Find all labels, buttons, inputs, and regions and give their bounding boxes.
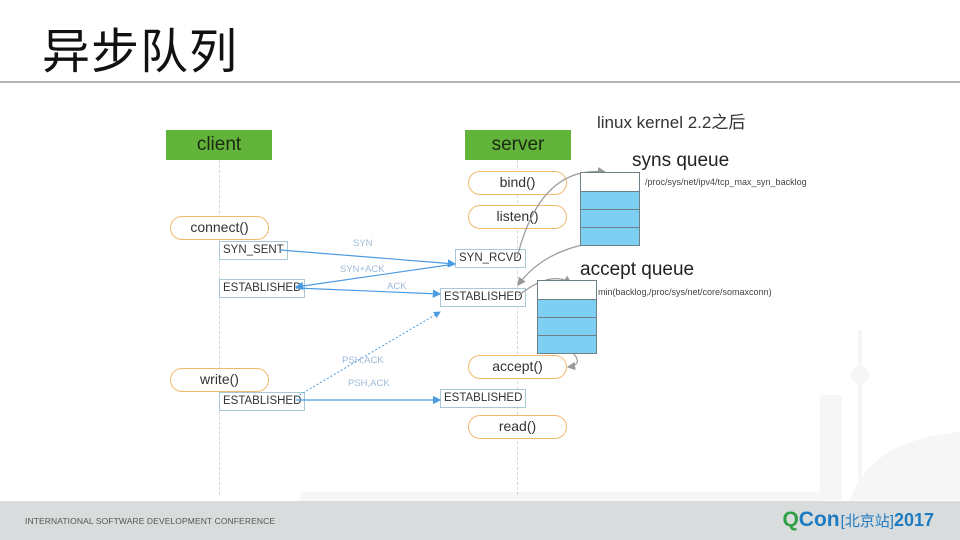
ack-arrow [295,287,442,298]
write-call: write() [170,368,269,392]
syns-queue-to-established-arrow [517,244,583,286]
brand-city: [北京站] [840,513,894,530]
queue-slot-filled [538,317,596,335]
conference-name: INTERNATIONAL SOFTWARE DEVELOPMENT CONFE… [25,516,276,526]
syns-queue-param: /proc/sys/net/ipv4/tcp_max_syn_backlog [645,177,807,187]
syn-rcvd-to-syns-queue-arrow [516,167,607,259]
connect-call: connect() [170,216,269,240]
accept-queue [537,280,597,354]
title-divider [0,81,960,83]
client-state-established-2: ESTABLISHED [219,392,306,411]
slide-footer: INTERNATIONAL SOFTWARE DEVELOPMENT CONFE… [0,501,960,540]
queue-slot-empty [581,173,639,191]
msg-label-syn-ack: SYN+ACK [340,264,385,275]
brand-con: Con [798,508,840,531]
queue-slot-filled [538,299,596,317]
syns-queue-title: syns queue [632,150,730,171]
client-lifeline [219,160,220,495]
msg-label-ack: ACK [387,281,407,292]
queue-slot-filled [581,209,639,227]
accept-queue-title: accept queue [580,259,695,280]
kernel-version-note: linux kernel 2.2之后 [597,113,746,132]
brand-q: Q [782,508,799,531]
client-state-established-1: ESTABLISHED [219,279,306,298]
msg-label-psh-ack: PSH,ACK [348,378,390,389]
msg-label-psh-ack-dotted: PSH,ACK [342,355,384,366]
queue-slot-filled [581,191,639,209]
syn-arrow [279,249,457,268]
slide-title: 异步队列 [42,24,239,80]
server-state-established-1: ESTABLISHED [440,288,527,307]
server-actor: server [465,130,571,160]
msg-label-syn: SYN [353,238,373,249]
syn-ack-arrow [294,263,456,291]
server-state-syn-rcvd: SYN_RCVD [455,249,526,268]
client-actor: client [166,130,272,160]
server-lifeline [517,160,518,495]
accept-queue-to-accept-arrow [566,353,578,371]
bind-call: bind() [468,171,567,195]
server-state-established-2: ESTABLISHED [440,389,527,408]
psh-ack-dotted-arrow [295,311,441,398]
queue-slot-empty [538,281,596,299]
read-call: read() [468,415,567,439]
accept-queue-param: min(backlog,/proc/sys/net/core/somaxconn… [598,287,772,297]
queue-slot-filled [538,335,596,353]
brand-year: 2017 [893,510,934,530]
accept-call: accept() [468,355,567,379]
qcon-logo: Q Con [北京站] 2017 [782,508,934,534]
listen-call: listen() [468,205,567,229]
syns-queue [580,172,640,246]
client-state-syn-sent: SYN_SENT [219,241,288,260]
queue-slot-filled [581,227,639,245]
